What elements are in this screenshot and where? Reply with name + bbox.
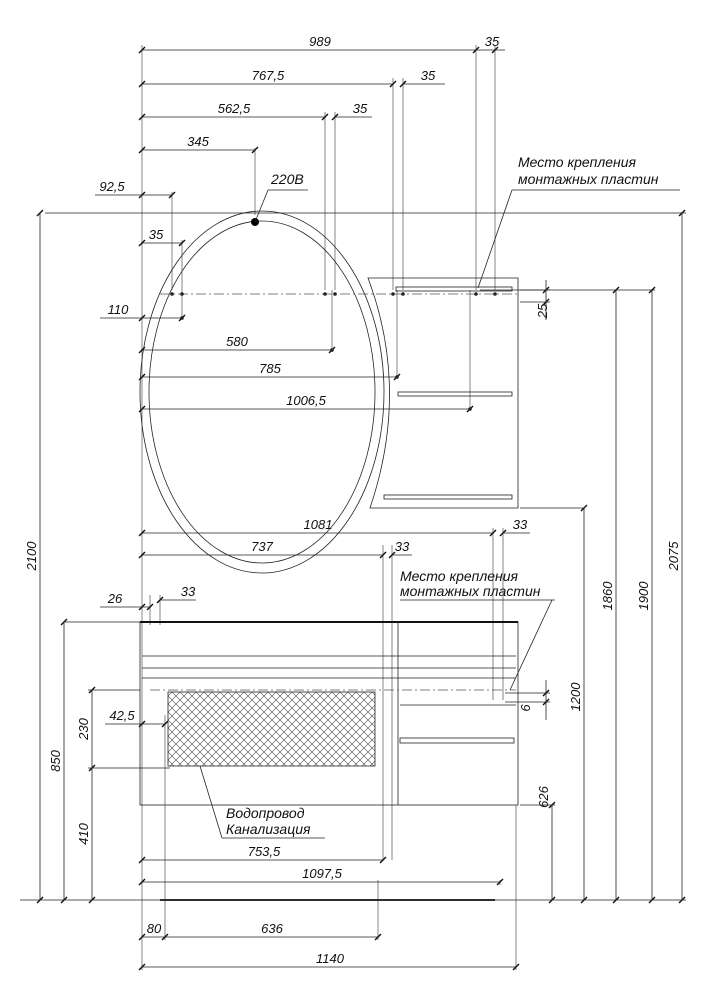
dim-33-c: 33	[181, 584, 196, 599]
dim-989: 989	[309, 34, 331, 49]
plumbing-label-1: Водопровод	[226, 805, 305, 821]
dim-767: 767,5	[252, 68, 285, 83]
dim-753: 753,5	[248, 844, 281, 859]
dim-26: 26	[107, 591, 123, 606]
dim-1860: 1860	[600, 581, 615, 611]
dim-562: 562,5	[218, 101, 251, 116]
dim-35-d: 35	[149, 227, 164, 242]
vertical-dimension-lines	[39, 213, 683, 900]
dim-33-b: 33	[395, 539, 410, 554]
dim-2100: 2100	[24, 541, 39, 572]
dim-80: 80	[147, 921, 162, 936]
dim-345: 345	[187, 134, 209, 149]
mount-label-top-2: монтажных пластин	[518, 171, 659, 187]
mount-points	[170, 292, 497, 411]
dim-626: 626	[536, 785, 551, 807]
annotation-labels: 220В Место крепления монтажных пластин М…	[226, 154, 659, 837]
dim-410: 410	[76, 822, 91, 844]
mount-label-mid-1: Место крепления	[400, 568, 519, 584]
dim-33-a: 33	[513, 517, 528, 532]
horizontal-dimension-lines	[20, 49, 686, 968]
dim-230: 230	[76, 717, 91, 740]
dim-785: 785	[259, 361, 281, 376]
label-leaders	[199, 189, 680, 839]
dim-1140: 1140	[316, 951, 345, 966]
dim-1900: 1900	[636, 581, 651, 611]
dim-6: 6	[518, 704, 533, 712]
plumbing-label-2: Канализация	[226, 821, 311, 837]
dim-580: 580	[226, 334, 248, 349]
dim-92: 92,5	[99, 179, 125, 194]
dim-42: 42,5	[109, 708, 135, 723]
dim-1200: 1200	[568, 682, 583, 712]
dim-1097: 1097,5	[302, 866, 343, 881]
power-label: 220В	[270, 171, 304, 187]
dim-2075: 2075	[666, 541, 681, 572]
dim-1006: 1006,5	[286, 393, 327, 408]
vanity-cabinet	[139, 621, 519, 806]
dim-35-b: 35	[421, 68, 436, 83]
dim-1081: 1081	[304, 517, 333, 532]
dim-636: 636	[261, 921, 283, 936]
dim-737: 737	[251, 539, 273, 554]
dim-25: 25	[535, 303, 550, 319]
mount-label-mid-2: монтажных пластин	[400, 583, 541, 599]
dimension-texts: 989 35 767,5 35 562,5 35 345 92,5 35 110…	[24, 34, 681, 966]
dim-110: 110	[108, 302, 129, 317]
mount-label-top-1: Место крепления	[518, 154, 637, 170]
shelf-cabinet	[367, 277, 519, 509]
dim-35-a: 35	[485, 34, 500, 49]
dim-35-c: 35	[353, 101, 368, 116]
plumbing-zone	[167, 691, 376, 767]
oval-mirror	[139, 210, 385, 574]
dim-850: 850	[48, 749, 63, 771]
extension-lines	[141, 45, 517, 970]
